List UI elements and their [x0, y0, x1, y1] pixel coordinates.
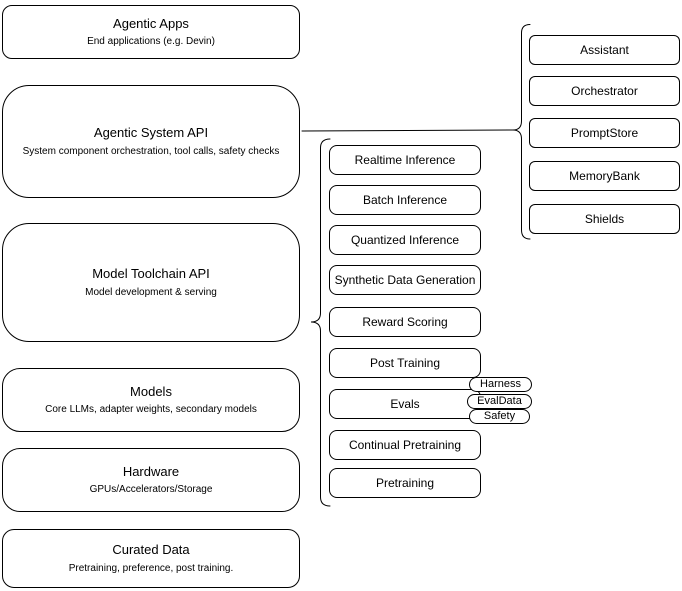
node-realtime-inference: Realtime Inference — [329, 145, 481, 175]
node-shields: Shields — [529, 204, 680, 234]
node-pretraining: Pretraining — [329, 468, 481, 498]
node-promptstore: PromptStore — [529, 118, 680, 148]
node-title: Hardware — [122, 463, 180, 479]
node-orchestrator: Orchestrator — [529, 76, 680, 106]
eval-tag-evaldata: EvalData — [467, 394, 532, 409]
node-memorybank: MemoryBank — [529, 161, 680, 191]
node-curated-data: Curated Data Pretraining, preference, po… — [2, 529, 300, 588]
node-title: Agentic System API — [93, 125, 209, 141]
node-title: Models — [130, 383, 172, 399]
node-model-toolchain-api: Model Toolchain API Model development & … — [2, 223, 300, 342]
node-hardware: Hardware GPUs/Accelerators/Storage — [2, 448, 300, 512]
node-title: Model Toolchain API — [92, 266, 210, 282]
node-subtitle: Model development & serving — [85, 286, 217, 298]
node-reward-scoring: Reward Scoring — [329, 307, 481, 337]
node-title: Curated Data — [112, 542, 190, 558]
eval-tag-safety: Safety — [469, 409, 530, 424]
node-agentic-apps: Agentic Apps End applications (e.g. Devi… — [2, 5, 300, 59]
node-subtitle: System component orchestration, tool cal… — [22, 145, 280, 157]
toolchain-group-brace — [310, 138, 331, 507]
node-title: Agentic Apps — [113, 15, 189, 31]
node-evals: Evals — [329, 389, 481, 419]
system-group-brace — [512, 24, 531, 240]
node-subtitle: Pretraining, preference, post training. — [68, 562, 234, 574]
node-models: Models Core LLMs, adapter weights, secon… — [2, 368, 300, 432]
system-api-to-system-group-line — [301, 129, 514, 132]
node-subtitle: End applications (e.g. Devin) — [87, 36, 215, 48]
node-batch-inference: Batch Inference — [329, 185, 481, 215]
node-agentic-system-api: Agentic System API System component orch… — [2, 85, 300, 198]
node-subtitle: GPUs/Accelerators/Storage — [89, 484, 213, 496]
node-quantized-inference: Quantized Inference — [329, 225, 481, 255]
node-synthetic-data-generation: Synthetic Data Generation — [329, 265, 481, 295]
node-assistant: Assistant — [529, 35, 680, 65]
node-subtitle: Core LLMs, adapter weights, secondary mo… — [45, 404, 257, 416]
node-continual-pretraining: Continual Pretraining — [329, 430, 481, 460]
eval-tag-harness: Harness — [469, 377, 532, 392]
node-post-training: Post Training — [329, 348, 481, 378]
